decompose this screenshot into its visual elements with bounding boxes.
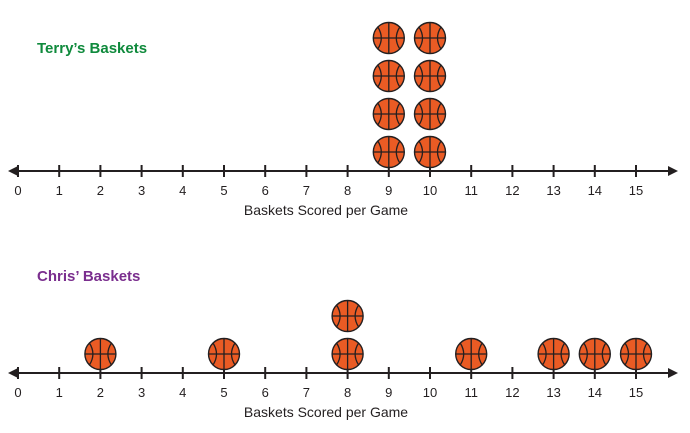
tick-label: 0 xyxy=(14,183,21,198)
tick-label: 2 xyxy=(97,183,104,198)
tick-label: 15 xyxy=(629,385,643,400)
basketball-icon xyxy=(372,97,405,131)
tick-label: 7 xyxy=(303,385,310,400)
axis-arrow-right-icon xyxy=(668,368,678,378)
basketball-icon xyxy=(331,337,364,371)
tick-label: 6 xyxy=(262,385,269,400)
tick-label: 5 xyxy=(220,183,227,198)
tick-label: 12 xyxy=(505,385,519,400)
basketball-icon xyxy=(207,337,241,371)
terry-plot-title: Terry’s Baskets xyxy=(37,40,147,57)
tick-label: 12 xyxy=(505,183,519,198)
tick-label: 1 xyxy=(56,183,63,198)
tick-label: 4 xyxy=(179,183,186,198)
tick-label: 13 xyxy=(546,183,560,198)
tick-label: 10 xyxy=(423,183,437,198)
tick-label: 6 xyxy=(262,183,269,198)
tick-label: 11 xyxy=(464,183,478,198)
x-axis-title: Baskets Scored per Game xyxy=(244,404,408,420)
basketball-icon xyxy=(413,21,447,55)
basketball-icon xyxy=(619,337,653,371)
tick-label: 9 xyxy=(385,183,392,198)
tick-label: 10 xyxy=(423,385,437,400)
tick-label: 7 xyxy=(303,183,310,198)
basketball-icon xyxy=(84,337,117,371)
basketball-icon xyxy=(372,135,405,169)
tick-label: 11 xyxy=(464,385,478,400)
tick-label: 0 xyxy=(14,385,21,400)
tick-label: 1 xyxy=(56,385,63,400)
basketball-icon xyxy=(413,59,447,93)
tick-label: 14 xyxy=(588,385,602,400)
tick-label: 3 xyxy=(138,183,145,198)
tick-label: 8 xyxy=(344,183,351,198)
basketball-icon xyxy=(537,337,570,371)
basketball-icon xyxy=(413,97,447,131)
basketball-icon xyxy=(372,59,405,93)
tick-label: 2 xyxy=(97,385,104,400)
basketball-icon xyxy=(331,299,364,333)
tick-label: 5 xyxy=(220,385,227,400)
x-axis-title: Baskets Scored per Game xyxy=(244,202,408,218)
axis-arrow-right-icon xyxy=(668,166,678,176)
basketball-icon xyxy=(455,337,488,371)
basketball-icon xyxy=(413,135,447,169)
tick-label: 15 xyxy=(629,183,643,198)
tick-label: 13 xyxy=(546,385,560,400)
tick-label: 3 xyxy=(138,385,145,400)
axis-arrow-left-icon xyxy=(8,368,18,378)
axis-arrow-left-icon xyxy=(8,166,18,176)
tick-label: 9 xyxy=(385,385,392,400)
basketball-icon xyxy=(372,21,405,55)
tick-label: 4 xyxy=(179,385,186,400)
chris-plot-title: Chris’ Baskets xyxy=(37,268,140,285)
tick-label: 14 xyxy=(588,183,602,198)
basketball-icon xyxy=(578,337,611,371)
tick-label: 8 xyxy=(344,385,351,400)
